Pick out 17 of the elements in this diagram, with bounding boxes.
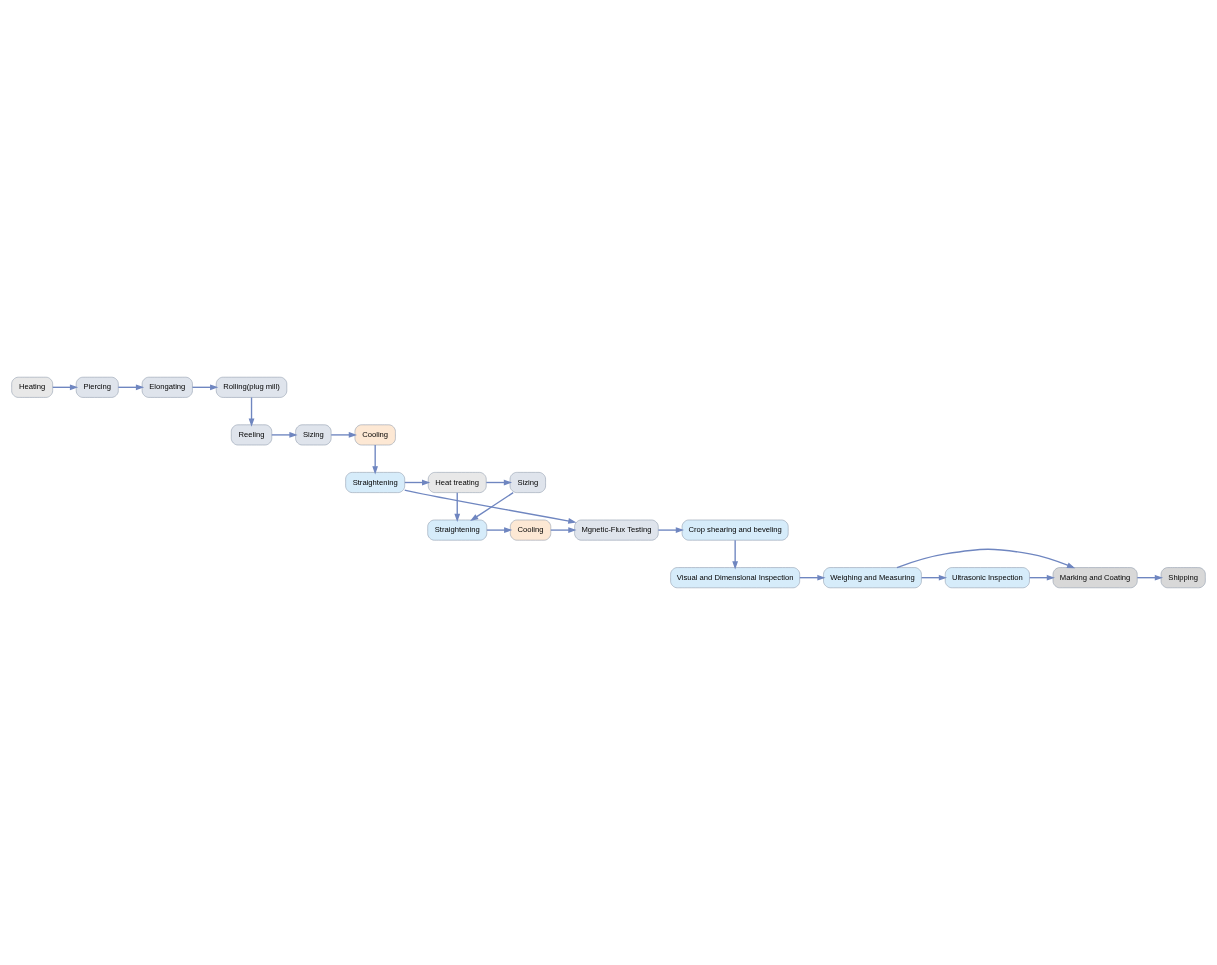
arrow [799,574,826,581]
arrow [1136,574,1164,581]
arrow [117,384,145,391]
arrow [732,539,739,570]
arrow [486,527,513,533]
arrow [330,432,357,438]
arrow [550,527,577,533]
arrow [657,527,684,533]
arrow [372,444,379,475]
arrow [896,548,1076,569]
arrow [454,492,461,522]
arrow [470,492,514,522]
arrow [485,479,513,486]
arrow [191,384,219,391]
arrow [404,489,577,524]
arrow [271,432,298,438]
arrow [248,396,255,427]
